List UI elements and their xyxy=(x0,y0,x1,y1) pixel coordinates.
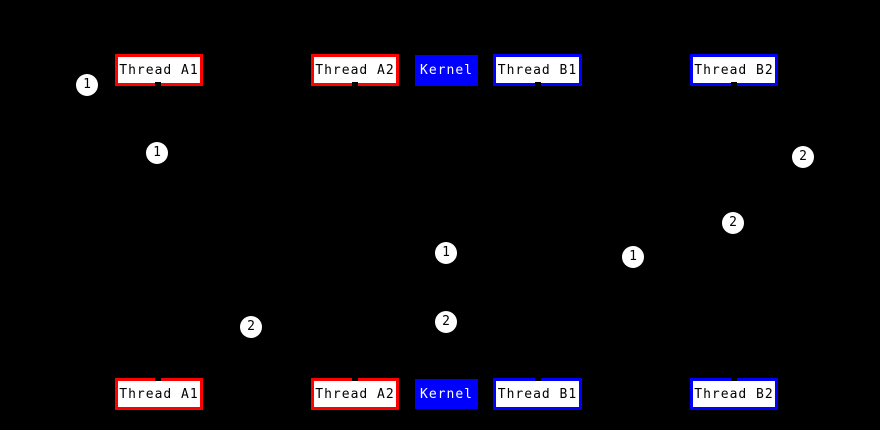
participant-box-kernel-top: Kernel xyxy=(415,55,478,86)
lifeline-notch-thread-a2-bottom xyxy=(352,376,358,381)
step-marker-2: 2 xyxy=(435,311,457,333)
participant-box-thread-b1-top: Thread B1 xyxy=(493,54,582,86)
participant-box-thread-b1-bottom: Thread B1 xyxy=(493,378,582,410)
step-marker-1: 1 xyxy=(146,142,168,164)
lifeline-notch-thread-a1-top xyxy=(155,82,161,87)
lifeline-notch-thread-b1-top xyxy=(535,82,541,87)
step-marker-2: 2 xyxy=(792,146,814,168)
lifeline-notch-thread-b1-bottom xyxy=(535,376,541,381)
step-marker-2: 2 xyxy=(722,212,744,234)
lifeline-notch-thread-a2-top xyxy=(352,82,358,87)
participant-box-thread-a1-top: Thread A1 xyxy=(115,54,203,86)
step-marker-1: 1 xyxy=(76,74,98,96)
lifeline-notch-thread-a1-bottom xyxy=(155,376,161,381)
step-marker-1: 1 xyxy=(622,246,644,268)
participant-box-thread-a2-bottom: Thread A2 xyxy=(311,378,399,410)
step-marker-2: 2 xyxy=(240,316,262,338)
participant-box-kernel-bottom: Kernel xyxy=(415,379,478,409)
participant-box-thread-a1-bottom: Thread A1 xyxy=(115,378,203,410)
lifeline-notch-thread-b2-top xyxy=(731,82,737,87)
lifeline-notch-thread-b2-bottom xyxy=(731,376,737,381)
participant-box-thread-b2-bottom: Thread B2 xyxy=(690,378,778,410)
step-marker-1: 1 xyxy=(435,242,457,264)
